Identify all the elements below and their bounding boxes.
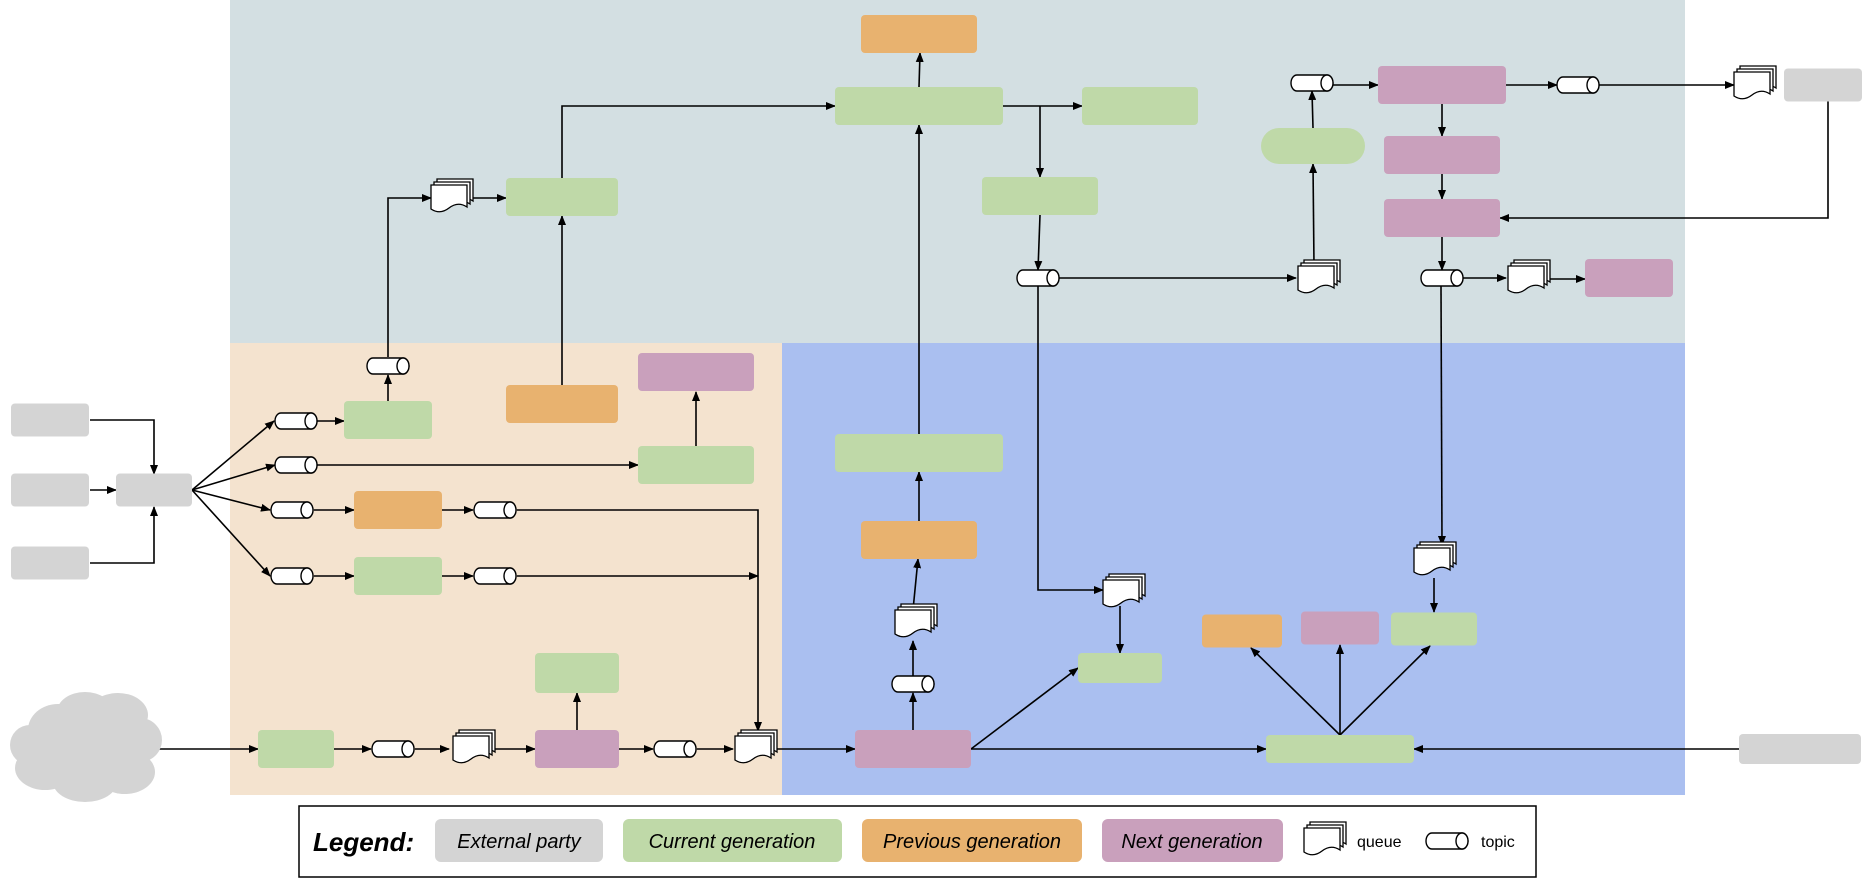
edge-14 [517, 509, 762, 732]
next-node-12 [1378, 66, 1506, 104]
previous-node-26 [861, 521, 977, 559]
edge-4 [191, 463, 276, 491]
topic-icon [1425, 832, 1469, 850]
external-node-3 [116, 473, 192, 507]
edge-53 [1499, 101, 1829, 222]
legend-label-next: Next generation [1121, 831, 1262, 853]
edges [90, 52, 1829, 753]
next-node-18 [638, 353, 754, 391]
legend-title: Legend: [313, 827, 414, 857]
topic-node [270, 567, 314, 585]
topic-node [274, 412, 318, 430]
edge-2 [90, 506, 158, 564]
edge-0 [90, 419, 158, 475]
queue-node [1102, 573, 1146, 608]
edge-34 [915, 52, 924, 88]
queue-node [452, 729, 496, 764]
current-node-32 [1266, 735, 1414, 763]
queue-node [1297, 259, 1341, 294]
current-node-8 [1082, 87, 1198, 125]
legend-swatch-previous [862, 819, 1082, 862]
legend-label-topic: topic [1481, 834, 1515, 851]
edge-58 [1339, 645, 1431, 736]
current-node-10 [982, 177, 1098, 215]
legend-label-current: Current generation [649, 831, 816, 853]
current-node-19 [638, 446, 754, 484]
topic-node [1016, 269, 1060, 287]
queue-node [734, 729, 778, 764]
queue-node [430, 178, 474, 213]
queue-icon [1303, 821, 1347, 856]
edge-44 [1308, 90, 1317, 129]
topic-node [366, 357, 410, 375]
region-right [782, 343, 1685, 795]
current-node-21 [354, 557, 442, 595]
current-node-28 [1078, 653, 1162, 683]
topic-node [473, 567, 517, 585]
current-node-16 [344, 401, 432, 439]
previous-node-17 [506, 385, 618, 423]
previous-node-6 [861, 15, 977, 53]
topic-node [891, 675, 935, 693]
next-node-15 [1585, 259, 1673, 297]
external-node-2 [11, 546, 89, 580]
legend-label-previous: Previous generation [883, 831, 1061, 853]
queue-node [1507, 259, 1551, 294]
edge-9 [387, 194, 432, 357]
next-node-13 [1384, 136, 1500, 174]
nodes [10, 15, 1862, 802]
queue-icon [1303, 821, 1347, 856]
topic-icon [1425, 832, 1469, 850]
topic-node [1556, 76, 1600, 94]
previous-node-29 [1202, 614, 1282, 648]
current-node-23 [258, 730, 334, 768]
legend-swatch-current [623, 819, 842, 862]
cloud-node [10, 692, 162, 802]
edge-56 [1250, 647, 1341, 736]
legend: Legend: External party Current generatio… [298, 805, 1537, 878]
current-node-11 [1261, 128, 1365, 164]
topic-node [270, 501, 314, 519]
current-node-9 [506, 178, 618, 216]
legend-label-queue: queue [1357, 834, 1402, 851]
current-node-7 [835, 87, 1003, 125]
queue-node [1413, 541, 1457, 576]
queue-node [1733, 65, 1777, 100]
external-node-4 [1784, 68, 1862, 102]
edge-41 [1037, 286, 1104, 594]
topic-node [473, 501, 517, 519]
edge-54 [1437, 285, 1446, 546]
edge-39 [1034, 214, 1043, 271]
previous-node-20 [354, 491, 442, 529]
topic-node [653, 740, 697, 758]
topic-node [1420, 269, 1464, 287]
edge-5 [191, 489, 271, 512]
external-node-1 [11, 473, 89, 507]
edge-31 [912, 558, 922, 611]
legend-swatch-next [1102, 819, 1283, 862]
legend-swatch-external [435, 819, 603, 862]
external-node-0 [11, 403, 89, 437]
current-node-25 [835, 434, 1003, 472]
next-node-27 [855, 730, 971, 768]
legend-label-external: External party [457, 831, 581, 853]
next-node-14 [1384, 199, 1500, 237]
edge-20 [561, 102, 836, 178]
next-node-30 [1301, 611, 1379, 645]
topic-node [274, 456, 318, 474]
edge-36 [970, 667, 1079, 750]
edge-6 [191, 489, 271, 577]
queue-node [894, 603, 938, 638]
topic-node [1290, 74, 1334, 92]
topic-node [371, 740, 415, 758]
current-node-22 [535, 653, 619, 693]
edge-3 [191, 420, 275, 491]
edge-43 [1309, 163, 1318, 267]
external-node-5 [1739, 734, 1861, 764]
current-node-31 [1391, 612, 1477, 646]
next-node-24 [535, 730, 619, 768]
